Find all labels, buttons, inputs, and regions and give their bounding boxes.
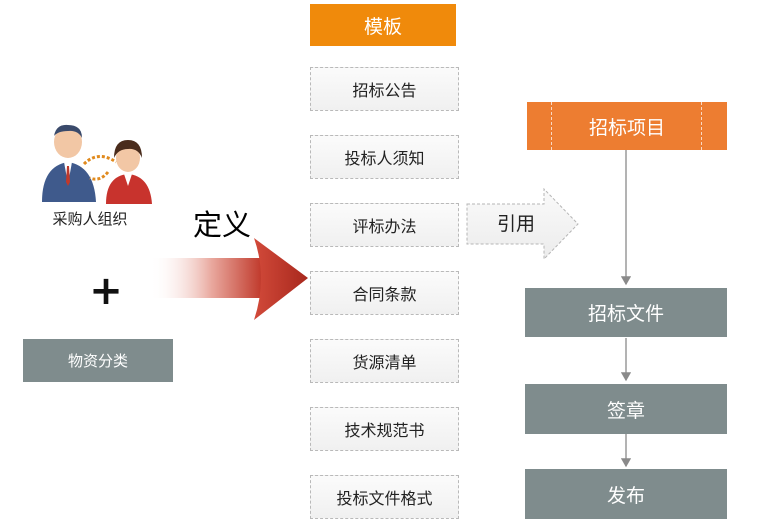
template-header: 模板: [310, 4, 456, 46]
materials-category-box: 物资分类: [23, 339, 173, 382]
seal-box[interactable]: 签章: [525, 384, 727, 434]
purchaser-organization-label: 采购人组织: [52, 210, 128, 228]
materials-category-label: 物资分类: [67, 352, 128, 370]
plus-sign: +: [89, 268, 123, 314]
template-item-label: 技术规范书: [344, 421, 425, 440]
tender-project-label: 招标项目: [588, 116, 665, 139]
define-arrow: [150, 238, 308, 320]
project-edge-right: [701, 102, 703, 150]
reference-arrow: [466, 188, 579, 260]
publish-label: 发布: [606, 484, 645, 507]
seal-label: 签章: [606, 399, 645, 422]
template-item-bidder-instructions[interactable]: 投标人须知: [310, 135, 459, 179]
tender-document-box[interactable]: 招标文件: [525, 288, 727, 337]
tender-document-label: 招标文件: [587, 303, 664, 325]
template-item-label: 投标人须知: [344, 149, 425, 168]
template-item-label: 货源清单: [352, 353, 417, 372]
template-item-label: 评标办法: [352, 217, 417, 236]
publish-box[interactable]: 发布: [525, 469, 727, 519]
template-item-supply-list[interactable]: 货源清单: [310, 339, 459, 383]
define-label: 定义: [193, 208, 252, 242]
purchaser-organization-icon: [42, 124, 152, 204]
template-item-contract-terms[interactable]: 合同条款: [310, 271, 459, 315]
template-item-bid-format[interactable]: 投标文件格式: [310, 475, 459, 519]
template-item-label: 招标公告: [352, 81, 417, 100]
reference-label: 引用: [496, 213, 535, 235]
tender-project-box[interactable]: 招标项目: [527, 102, 727, 150]
template-item-evaluation-method[interactable]: 评标办法: [310, 203, 459, 247]
template-item-label: 合同条款: [352, 285, 417, 304]
template-item-label: 投标文件格式: [336, 489, 433, 508]
template-title: 模板: [363, 15, 402, 38]
project-edge-left: [551, 102, 553, 150]
template-item-technical-spec[interactable]: 技术规范书: [310, 407, 459, 451]
template-item-tender-notice[interactable]: 招标公告: [310, 67, 459, 111]
